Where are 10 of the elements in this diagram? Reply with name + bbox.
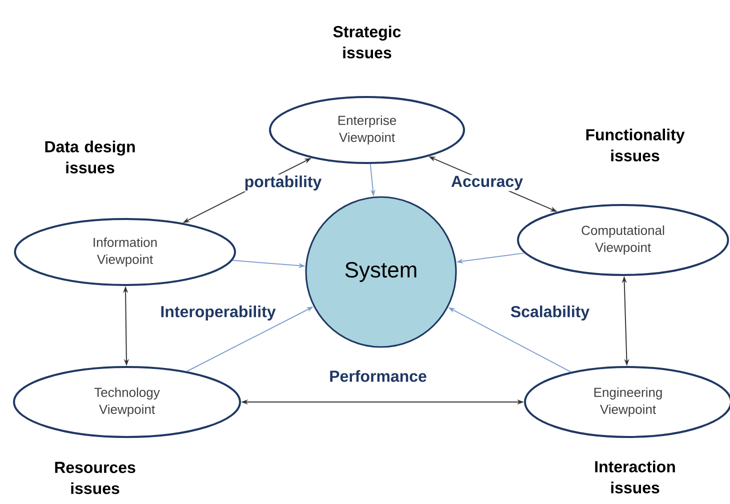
issue-label: Data design issues xyxy=(45,140,135,174)
quality-label: Scalability xyxy=(509,304,591,322)
issue-label: Resources issues xyxy=(55,462,136,494)
issue-label: Strategic issues xyxy=(333,26,401,58)
quality-label: Accuracy xyxy=(450,174,524,192)
issue-label: Functionality issues xyxy=(586,128,685,162)
quality-label: portability xyxy=(243,174,323,192)
issue-label: Interaction issues xyxy=(595,460,675,494)
quality-label: Interoperability xyxy=(159,304,277,322)
quality-label: Performance xyxy=(328,369,428,383)
